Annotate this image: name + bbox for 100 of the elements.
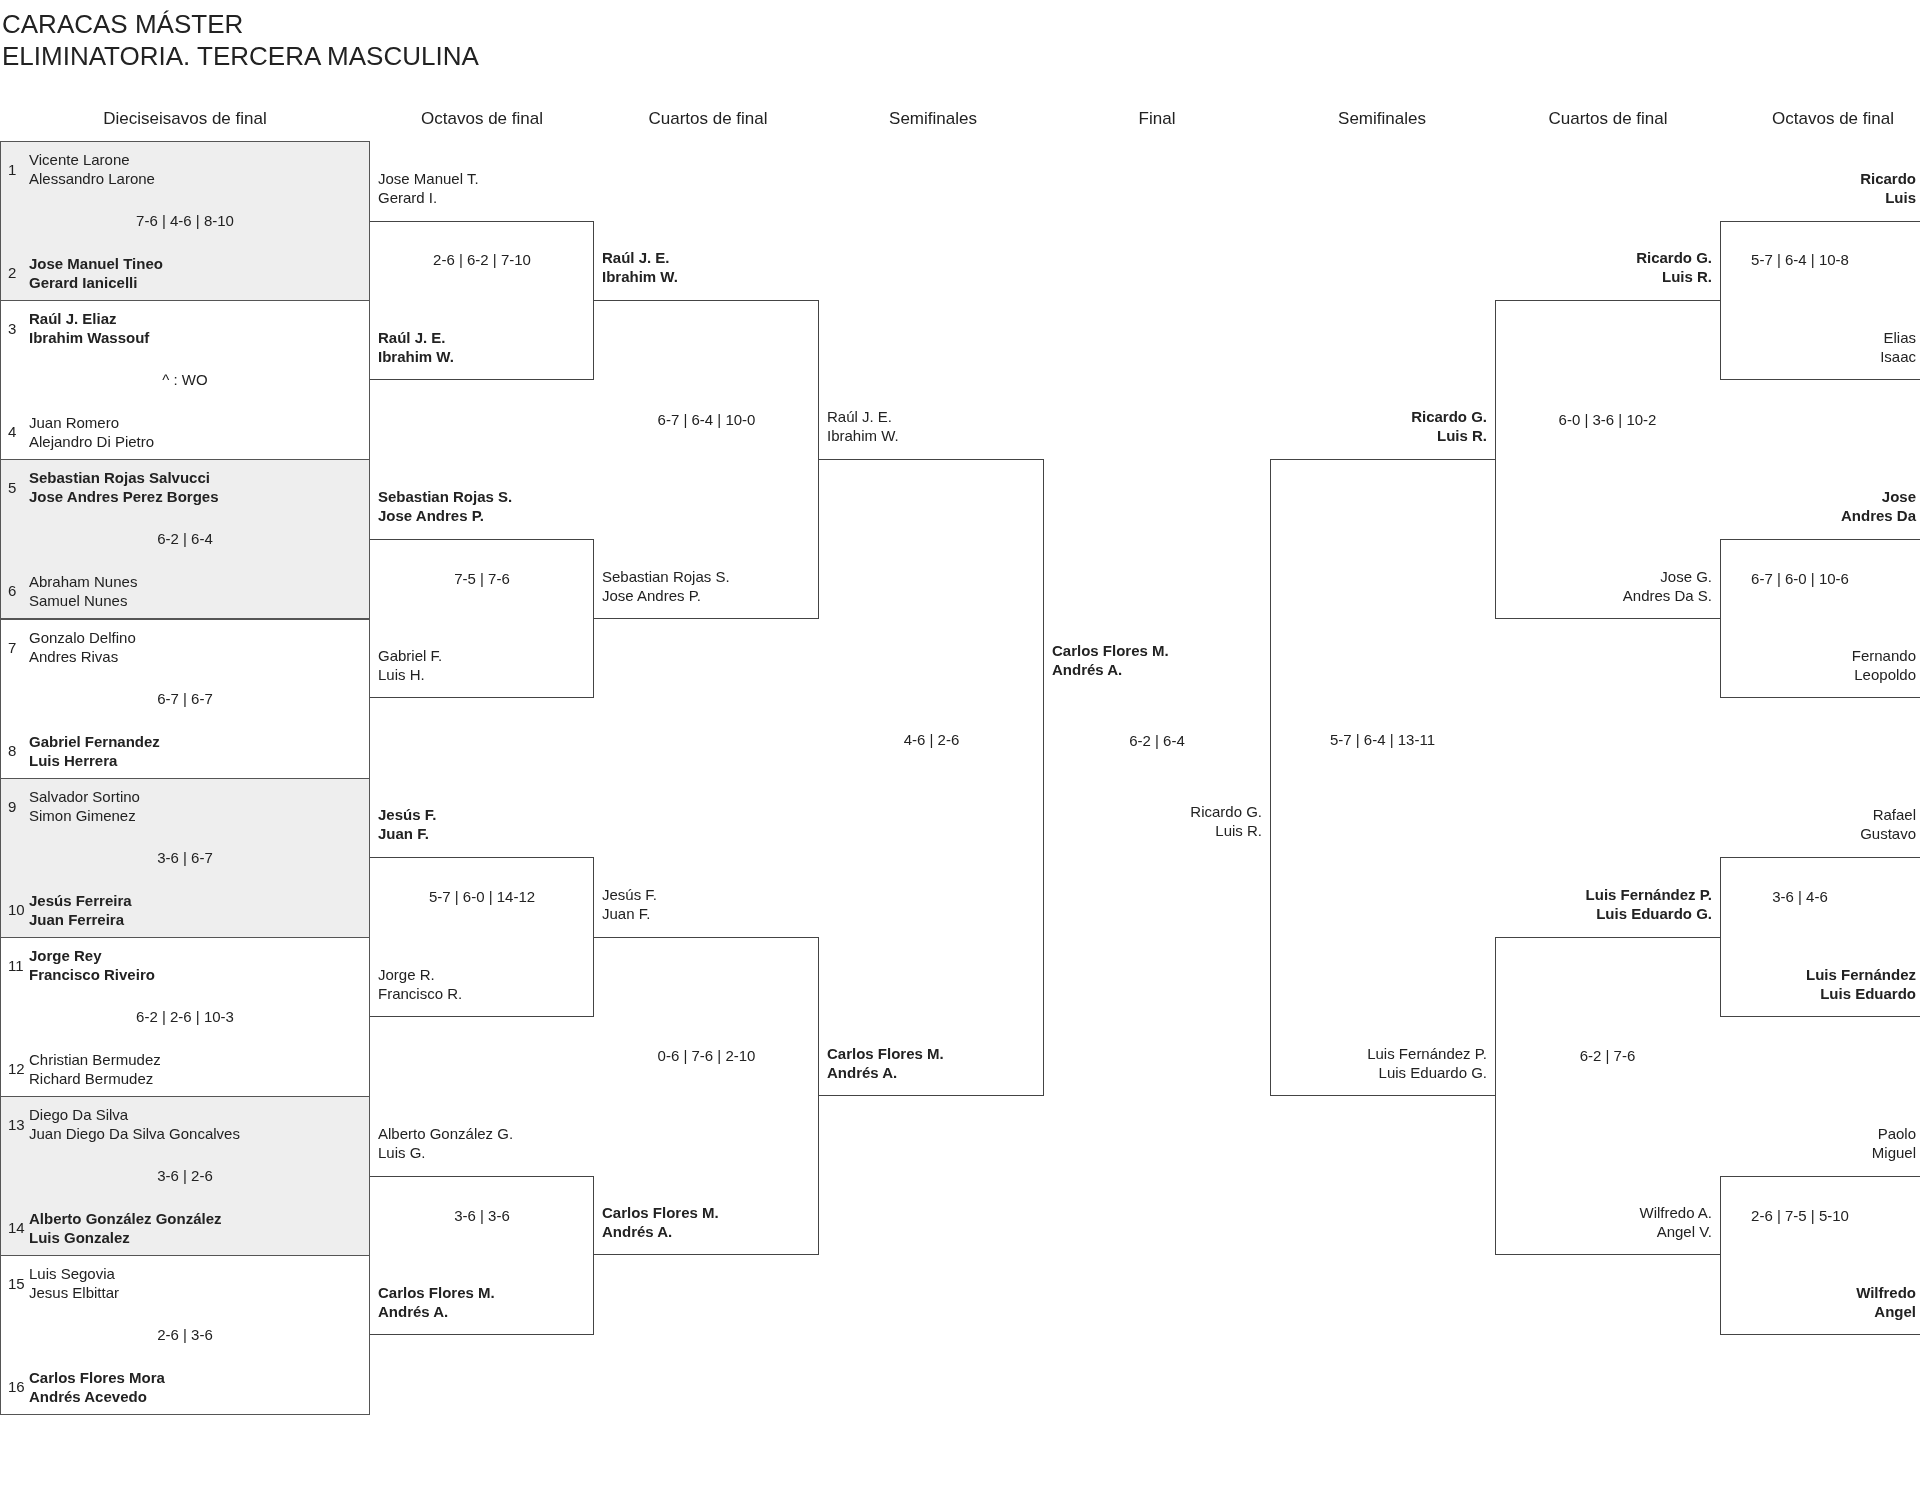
match-score: 3-6 | 4-6 <box>1771 887 1829 907</box>
player-name: Jose Manuel Tineo <box>29 254 163 273</box>
player-name: Alejandro Di Pietro <box>29 432 155 452</box>
player-name: Luis R. <box>1215 821 1262 840</box>
player-name: Luis Fernández P. <box>1585 885 1712 904</box>
round-heading: Semifinales <box>888 108 978 130</box>
match-score: 5-7 | 6-0 | 14-12 <box>427 887 537 907</box>
seed-number: 15 <box>8 1274 25 1294</box>
player-name: Jose <box>1881 487 1916 506</box>
player-name: Luis Gonzalez <box>29 1228 130 1248</box>
match-score: 5-7 | 6-4 | 10-8 <box>1750 250 1850 270</box>
page-subtitle: ELIMINATORIA. TERCERA MASCULINA <box>2 40 479 72</box>
match-card <box>0 618 370 779</box>
player-name: Isaac <box>1880 346 1916 366</box>
match-score: 6-2 | 6-4 <box>1128 731 1186 750</box>
seed-number: 1 <box>8 160 17 179</box>
match-card <box>0 300 370 461</box>
player-name: Jose Andres P. <box>602 585 701 605</box>
seed-number: 2 <box>8 263 17 282</box>
player-name: Luis R. <box>1437 426 1487 446</box>
player-name: Miguel <box>1871 1142 1916 1162</box>
player-name: Gerard Ianicelli <box>29 273 138 292</box>
page-title: CARACAS MÁSTER <box>2 8 244 40</box>
player-name: Carlos Flores Mora <box>29 1368 165 1388</box>
player-name: Carlos Flores M. <box>378 1283 495 1302</box>
match-score: 7-5 | 7-6 <box>453 568 511 588</box>
round-heading: Final <box>1137 108 1177 130</box>
player-name: Ricardo G. <box>1411 407 1487 427</box>
match-card <box>0 1096 370 1257</box>
match-score: 2-6 | 7-5 | 5-10 <box>1750 1205 1850 1225</box>
player-name: Luis Eduardo <box>1820 983 1916 1003</box>
player-name: Sebastian Rojas S. <box>602 566 730 586</box>
player-name: Christian Bermudez <box>29 1050 161 1069</box>
player-name: Samuel Nunes <box>29 591 128 611</box>
player-name: Andres Da <box>1840 506 1916 525</box>
player-name: Francisco R. <box>378 983 463 1003</box>
player-name: Luis R. <box>1662 267 1712 287</box>
player-name: Ricardo G. <box>1636 248 1712 268</box>
player-name: Andres Da S. <box>1622 585 1712 605</box>
seed-number: 8 <box>8 740 17 760</box>
player-name: Jesus Elbittar <box>29 1283 120 1303</box>
match-score: 6-7 | 6-0 | 10-6 <box>1750 568 1850 588</box>
match-card <box>0 459 370 620</box>
match-score: 2-6 | 3-6 <box>156 1325 214 1345</box>
player-name: Carlos Flores M. <box>827 1044 944 1064</box>
player-name: Carlos Flores M. <box>602 1203 719 1223</box>
player-name: Ibrahim W. <box>827 426 899 446</box>
player-name: Jose Andres P. <box>378 506 484 525</box>
player-name: Sebastian Rojas S. <box>378 487 513 506</box>
player-name: Paolo <box>1877 1123 1916 1143</box>
player-name: Ibrahim W. <box>602 267 678 287</box>
player-name: Elias <box>1883 327 1916 347</box>
player-name: Luis Fernández P. <box>1367 1044 1487 1064</box>
player-name: Luis G. <box>378 1142 426 1162</box>
player-name: Luis <box>1885 187 1916 207</box>
player-name: Salvador Sortino <box>29 786 140 806</box>
match-score: ^ : WO <box>161 370 209 390</box>
seed-number: 6 <box>8 581 17 601</box>
player-name: Luis H. <box>378 665 425 685</box>
player-name: Wilfredo A. <box>1639 1203 1712 1223</box>
match-score: 3-6 | 6-7 <box>156 847 214 867</box>
seed-number: 14 <box>8 1218 25 1238</box>
player-name: Andrés A. <box>1052 660 1123 679</box>
match-score: 7-6 | 4-6 | 8-10 <box>135 211 235 230</box>
player-name: Jorge Rey <box>29 946 102 965</box>
match-score: 3-6 | 2-6 <box>156 1166 214 1186</box>
player-name: Ricardo <box>1860 168 1916 188</box>
player-name: Andrés A. <box>602 1222 673 1242</box>
player-name: Ricardo G. <box>1190 802 1262 821</box>
player-name: Andrés A. <box>378 1302 449 1321</box>
player-name: Vicente Larone <box>29 150 130 169</box>
seed-number: 10 <box>8 899 25 919</box>
player-name: Alberto González G. <box>378 1123 514 1143</box>
player-name: Raúl J. E. <box>378 327 446 347</box>
player-name: Gabriel F. <box>378 646 443 666</box>
player-name: Raúl J. E. <box>827 407 893 427</box>
match-score: 3-6 | 3-6 <box>453 1205 511 1225</box>
player-name: Angel V. <box>1656 1222 1712 1242</box>
player-name: Wilfredo <box>1856 1283 1916 1302</box>
player-name: Abraham Nunes <box>29 572 138 592</box>
match-score: 6-2 | 2-6 | 10-3 <box>135 1007 235 1026</box>
seed-number: 7 <box>8 637 17 657</box>
seed-number: 3 <box>8 319 17 339</box>
player-name: Andrés A. <box>827 1063 898 1083</box>
player-name: Jose G. <box>1660 566 1712 586</box>
player-name: Rafael <box>1872 805 1916 825</box>
player-name: Jesús F. <box>378 805 437 825</box>
match-score: 5-7 | 6-4 | 13-11 <box>1328 729 1437 749</box>
player-name: Juan Romero <box>29 413 120 433</box>
seed-number: 5 <box>8 478 17 498</box>
player-name: Raúl J. Eliaz <box>29 309 117 329</box>
player-name: Jorge R. <box>378 964 435 984</box>
round-heading: Cuartos de final <box>1547 108 1669 130</box>
player-name: Andrés Acevedo <box>29 1387 147 1407</box>
seed-number: 13 <box>8 1115 25 1135</box>
seed-number: 16 <box>8 1377 25 1397</box>
player-name: Gabriel Fernandez <box>29 731 160 751</box>
player-name: Jesús Ferreira <box>29 890 132 910</box>
player-name: Francisco Riveiro <box>29 965 155 984</box>
player-name: Luis Segovia <box>29 1264 115 1284</box>
